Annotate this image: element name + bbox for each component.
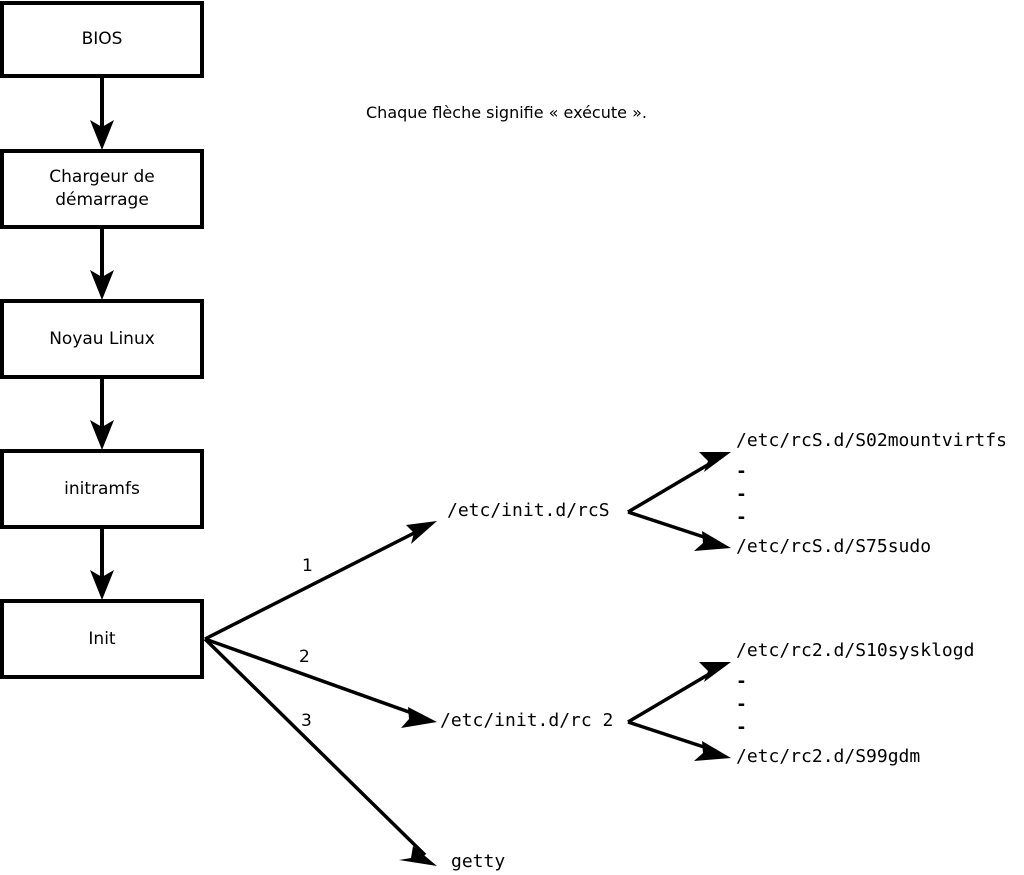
box-label-initramfs: initramfs xyxy=(64,478,140,499)
rcs-ellipsis-dash-3: - xyxy=(736,507,747,528)
rc2-ellipsis-dash-1: - xyxy=(736,671,747,692)
rcs-ellipsis-dash-1: - xyxy=(736,461,747,482)
branch-number-3: 3 xyxy=(301,711,312,731)
arrow-init-branch-3 xyxy=(203,637,437,866)
rcs-ellipsis-dash-2: - xyxy=(736,484,747,505)
arrow-rc2-to-first-script xyxy=(627,662,731,724)
label-rc2-first-script: /etc/rc2.d/S10sysklogd xyxy=(736,640,975,661)
box-label-kernel: Noyau Linux xyxy=(49,328,155,349)
arrow-kernel-to-initramfs xyxy=(90,377,114,450)
rc2-ellipsis-dash-2: - xyxy=(736,694,747,715)
arrow-rc2-to-last-script xyxy=(627,720,731,761)
box-bios xyxy=(0,1,204,78)
arrow-bios-to-bootloader xyxy=(90,76,114,150)
box-init xyxy=(0,599,204,679)
branch-number-1: 1 xyxy=(302,556,313,576)
label-rcs-last-script: /etc/rcS.d/S75sudo xyxy=(736,536,932,557)
label-init-d-rcs: /etc/init.d/rcS xyxy=(447,500,610,521)
arrow-rcs-to-first-script xyxy=(627,452,731,514)
rc2-ellipsis-dash-3: - xyxy=(736,717,747,738)
label-rc2-last-script: /etc/rc2.d/S99gdm xyxy=(736,746,921,767)
label-init-d-rc2: /etc/init.d/rc 2 xyxy=(440,710,614,731)
branch-number-2: 2 xyxy=(299,647,310,667)
arrow-initramfs-to-init xyxy=(90,527,114,600)
arrow-bootloader-to-kernel xyxy=(90,227,114,300)
box-label-bootloader: Chargeur de démarrage xyxy=(49,167,155,210)
label-getty: getty xyxy=(451,851,506,872)
box-initramfs xyxy=(0,449,204,529)
legend-note: Chaque flèche signifie « exécute ». xyxy=(366,103,647,122)
arrow-init-branch-1 xyxy=(204,521,437,641)
arrow-rcs-to-last-script xyxy=(627,510,731,551)
box-label-bios: BIOS xyxy=(81,29,123,50)
arrow-init-branch-2 xyxy=(204,637,437,728)
label-rcs-first-script: /etc/rcS.d/S02mountvirtfs xyxy=(736,430,1007,451)
box-label-init: Init xyxy=(88,628,116,649)
